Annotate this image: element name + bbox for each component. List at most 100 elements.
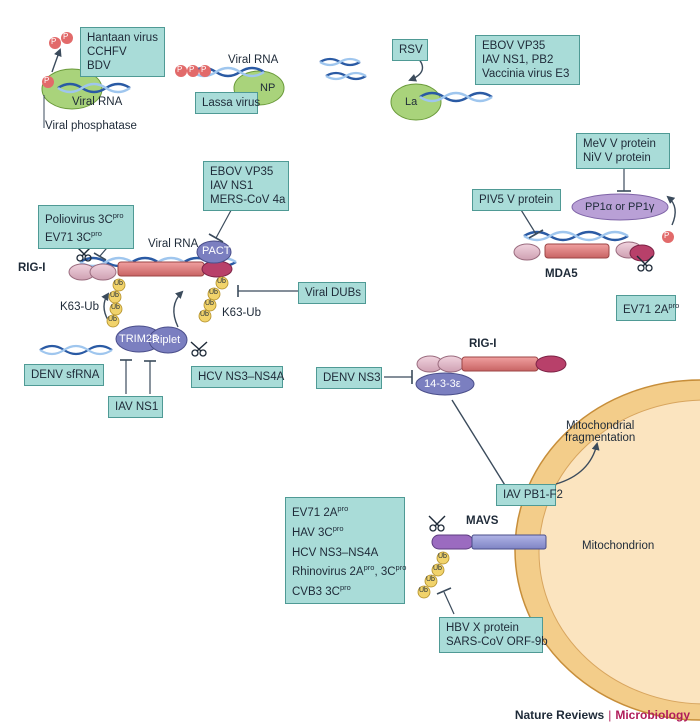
- box-line-text: Poliovirus 3C: [45, 213, 113, 226]
- box-line: Lassa virus: [202, 97, 261, 109]
- label-ub: Ub: [217, 278, 226, 285]
- np-group: [175, 57, 367, 106]
- rig-i-ctd: [535, 355, 567, 373]
- scissors-icon: [190, 341, 208, 357]
- label-p: P: [51, 37, 57, 46]
- label-viral-rna: Viral RNA: [148, 238, 199, 250]
- footer-publisher: Nature Reviews: [514, 708, 605, 722]
- box-denv-ns3: DENV NS3: [316, 367, 382, 389]
- label-mavs: MAVS: [466, 515, 499, 527]
- mda5-helicase: [544, 243, 610, 259]
- label-ub: Ub: [200, 311, 209, 318]
- box-hbv: HBV X protein SARS-CoV ORF-9b: [439, 617, 548, 653]
- rna-helix-1: [57, 82, 131, 94]
- box-lassa: Lassa virus: [195, 92, 261, 114]
- label-mitochondrion: Mitochondrion: [582, 540, 655, 552]
- label-p: P: [63, 32, 69, 41]
- label-ub: Ub: [114, 280, 123, 287]
- box-line-sup: pro: [112, 211, 124, 220]
- box-line: HAV 3Cpro: [292, 521, 398, 541]
- label-p: P: [664, 231, 670, 240]
- box-viral-dubs: Viral DUBs: [298, 282, 366, 304]
- ub-chain-trim25: [106, 278, 126, 328]
- box-line: EV71 2Apro: [623, 299, 679, 317]
- box-line-text: Rhinovirus 2A: [292, 566, 364, 579]
- ub-chain-riplet: [198, 276, 229, 323]
- box-line: Hantaan virus: [87, 32, 158, 44]
- box-line-sup: pro: [395, 563, 407, 573]
- label-rig-i-left: RIG-I: [18, 262, 46, 274]
- box-line-text: HCV NS3–NS4A: [292, 546, 379, 559]
- box-line: EV71 2Apro: [292, 501, 398, 521]
- box-ebov-mid: EBOV VP35 IAV NS1 MERS-CoV 4a: [203, 161, 289, 211]
- phospho-p: [49, 37, 61, 49]
- box-hcv: HCV NS3–NS4A: [191, 366, 285, 388]
- box-line: MERS-CoV 4a: [210, 194, 286, 206]
- box-line: MeV V protein: [583, 138, 656, 150]
- box-line: HCV NS3–NS4A: [292, 541, 398, 561]
- box-line-text: HAV 3C: [292, 526, 333, 539]
- phospho-p: [187, 65, 199, 77]
- label-pp1: PP1α or PP1γ: [585, 201, 655, 213]
- label-mda5: MDA5: [545, 268, 578, 280]
- scissors-icon: [636, 255, 654, 272]
- la-group: [390, 57, 493, 121]
- box-line: EBOV VP35: [210, 166, 274, 178]
- box-line: HBV X protein: [446, 622, 519, 634]
- box-line: IAV NS1, PB2: [482, 54, 554, 66]
- footer-credit: Nature Reviews|Microbiology: [515, 708, 690, 722]
- phospho-p: [199, 65, 211, 77]
- phosphatase-group: [41, 32, 131, 128]
- box-line-sup: pro: [337, 504, 349, 513]
- label-riplet: Riplet: [152, 334, 181, 346]
- phospho-p: [42, 76, 54, 88]
- box-line-sup: pro: [668, 301, 680, 310]
- label-ub: Ub: [205, 300, 214, 307]
- box-line-sup: pro: [91, 228, 102, 238]
- box-line: BDV: [87, 60, 111, 72]
- label-ub: Ub: [209, 289, 218, 296]
- label-ub: Ub: [111, 304, 120, 311]
- label-pact: PACT: [202, 245, 231, 257]
- label-ub: Ub: [419, 587, 428, 594]
- riplet-blob: [148, 326, 188, 354]
- footer-journal: Microbiology: [615, 708, 690, 722]
- box-line-text: EV71 2A: [623, 303, 669, 316]
- phospho-p: [175, 65, 187, 77]
- box-mev: MeV V protein NiV V protein: [576, 133, 670, 169]
- box-line-text: EV71 3C: [45, 231, 92, 244]
- label-p: P: [177, 65, 183, 74]
- box-line: HCV NS3–NS4A: [198, 371, 285, 383]
- box-line: Viral DUBs: [305, 287, 362, 299]
- label-trim25: TRIM25: [119, 333, 159, 345]
- rig-i-helicase: [461, 356, 539, 372]
- label-ub: Ub: [110, 292, 119, 299]
- label-viral-phosphatase: Viral phosphatase: [45, 120, 137, 132]
- mavs-tm: [471, 534, 547, 550]
- label-mito-frag-line: Mitochondrial: [565, 420, 635, 432]
- rig-i-ctd: [201, 260, 233, 278]
- mitochondrion: [514, 379, 700, 721]
- label-la: La: [405, 96, 418, 108]
- box-ev71-2a: EV71 2Apro: [616, 295, 679, 321]
- rig-i-card: [89, 263, 117, 281]
- box-line-sup: pro: [332, 523, 344, 533]
- box-line: EV71 3Cpro: [45, 227, 127, 245]
- box-line: IAV NS1: [115, 401, 159, 413]
- box-line: IAV NS1: [210, 180, 254, 192]
- label-ub: Ub: [433, 565, 442, 572]
- phospho-p: [61, 32, 73, 44]
- pact-blob: [196, 240, 232, 264]
- box-line: EBOV VP35: [482, 40, 546, 52]
- box-line: Rhinovirus 2Apro, 3Cpro: [292, 560, 406, 580]
- rig-i-activated: [39, 202, 298, 394]
- label-np: NP: [260, 82, 276, 94]
- rig-i-card: [437, 355, 465, 373]
- box-piv5: PIV5 V protein: [472, 189, 561, 211]
- box-line: Poliovirus 3Cpro: [45, 209, 127, 227]
- label-mito-frag-line: fragmentation: [565, 432, 636, 444]
- label-k63-ub: K63-Ub: [60, 301, 99, 313]
- phospho-p: [662, 231, 674, 243]
- mda5: [513, 168, 676, 272]
- box-line-text: , 3C: [374, 566, 396, 579]
